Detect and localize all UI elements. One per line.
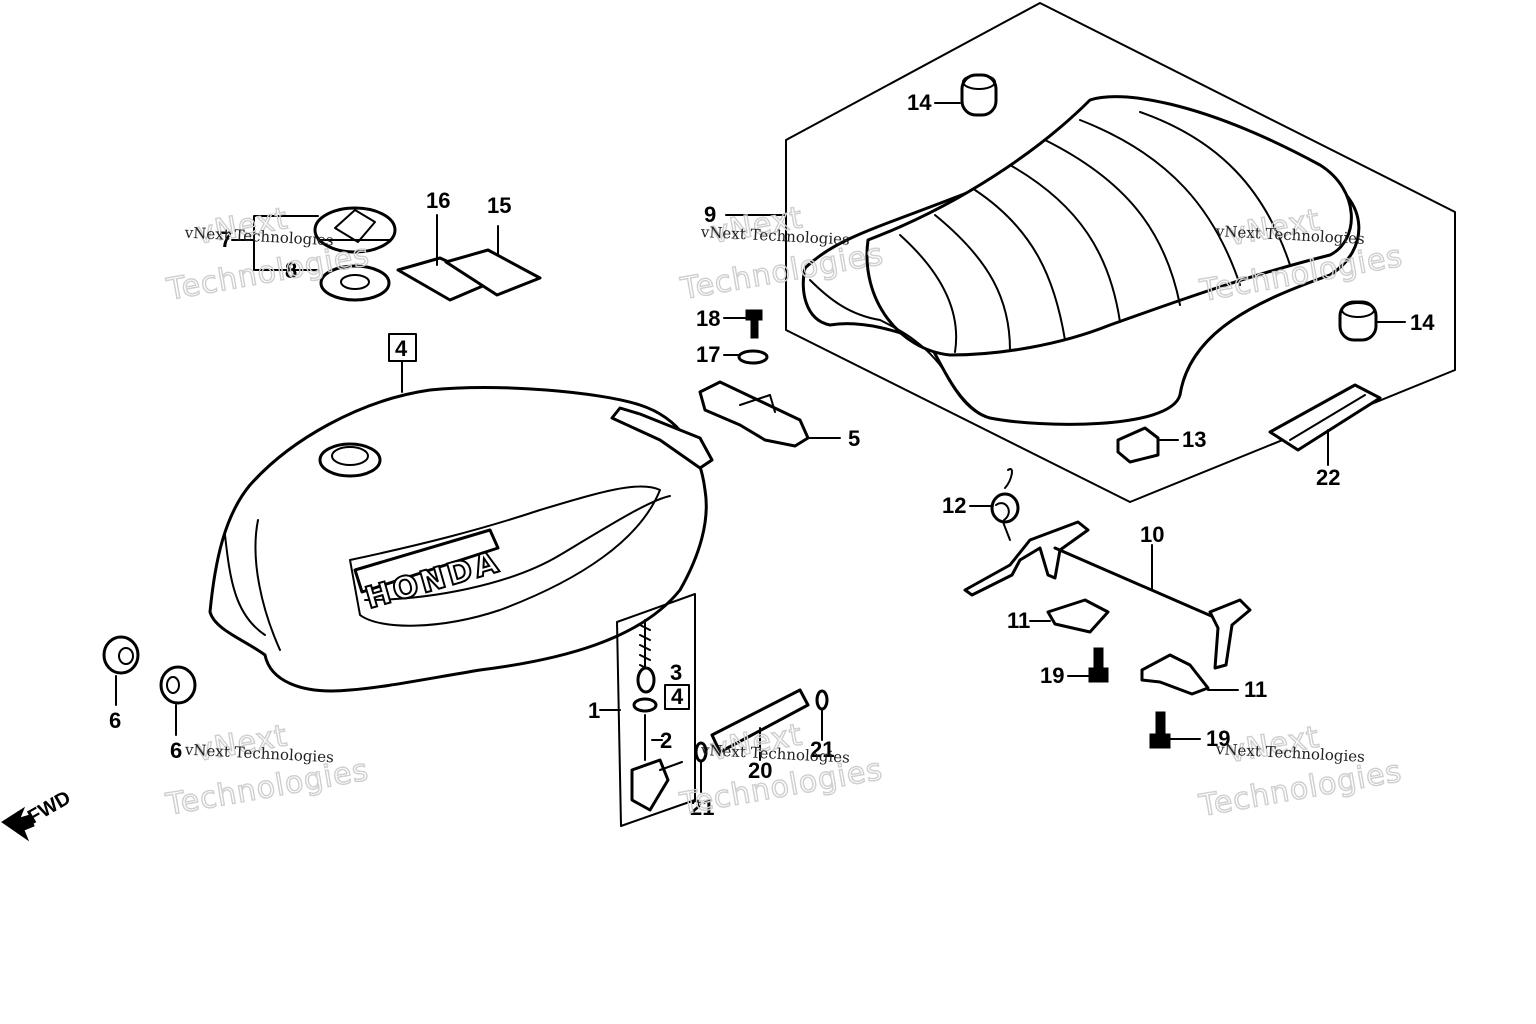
callout-8: 8	[285, 258, 297, 283]
callout-label-4-tank: 4	[395, 336, 408, 361]
bolt-19-upper	[1088, 647, 1109, 683]
callout-4-valve: 4	[671, 684, 684, 709]
callout-10: 10	[1140, 522, 1164, 547]
bolt-18	[745, 309, 763, 339]
callout-16: 16	[426, 188, 450, 213]
bracket-11-upper	[1046, 598, 1110, 634]
callout-14-right: 14	[1410, 310, 1435, 335]
strap-22	[1268, 383, 1382, 452]
cushion-6-left	[102, 635, 140, 706]
callout-14-top: 14	[907, 90, 932, 115]
callout-6-left: 6	[109, 708, 121, 733]
callout-19-upper: 19	[1040, 663, 1064, 688]
seat-lock-lever-10	[963, 520, 1252, 670]
callout-12: 12	[942, 493, 966, 518]
fuel-cap-7	[313, 206, 397, 254]
seat-group-outline	[785, 2, 1456, 503]
callout-4-tank: 4	[388, 333, 417, 393]
callout-5: 5	[848, 426, 860, 451]
callout-15: 15	[487, 193, 511, 218]
decal-15	[444, 248, 542, 297]
stopper-14-right	[1338, 300, 1378, 342]
watermark-bottom-left: vNext Technologies	[162, 718, 372, 824]
bracket-11-lower	[1140, 653, 1210, 696]
callout-18: 18	[696, 306, 720, 331]
fuel-valve-group	[616, 593, 696, 827]
clip-21-a	[815, 689, 829, 741]
callout-19-lower: 19	[1206, 726, 1230, 751]
callout-11-upper: 11	[1007, 608, 1030, 633]
callout-13: 13	[1182, 427, 1206, 452]
cushion-13	[1116, 426, 1160, 464]
seat	[801, 95, 1361, 426]
svg-text:Technologies: Technologies	[163, 753, 372, 823]
fwd-arrow-indicator: FWD	[1, 787, 75, 842]
cushion-6-right	[159, 665, 197, 736]
clip-21-b	[694, 741, 708, 793]
callout-22: 22	[1316, 465, 1340, 490]
tank-mount-5	[698, 380, 810, 448]
watermark-bottom-right: vNext Technologies	[1195, 719, 1405, 825]
washer-17	[737, 349, 769, 365]
callout-6-right: 6	[170, 738, 182, 763]
fwd-label: FWD	[24, 787, 74, 829]
callout-20: 20	[748, 758, 772, 783]
callout-17: 17	[696, 342, 720, 367]
stopper-14-top	[960, 73, 998, 117]
fuel-tank: HONDA	[208, 386, 714, 693]
callout-7: 7	[220, 227, 232, 252]
gasket-8	[319, 264, 391, 302]
callout-3: 3	[670, 660, 682, 685]
fuel-hose-20	[710, 688, 810, 761]
callout-21-b: 21	[690, 795, 714, 820]
callout-2: 2	[660, 728, 672, 753]
callout-9: 9	[704, 202, 716, 227]
bolt-19-lower	[1149, 711, 1171, 749]
spring-12	[990, 468, 1020, 541]
callout-11-lower: 11	[1244, 677, 1267, 702]
callout-21-a: 21	[810, 737, 834, 762]
leader-lines	[231, 102, 1406, 741]
svg-text:Technologies: Technologies	[1196, 754, 1405, 824]
callout-1: 1	[588, 698, 600, 723]
